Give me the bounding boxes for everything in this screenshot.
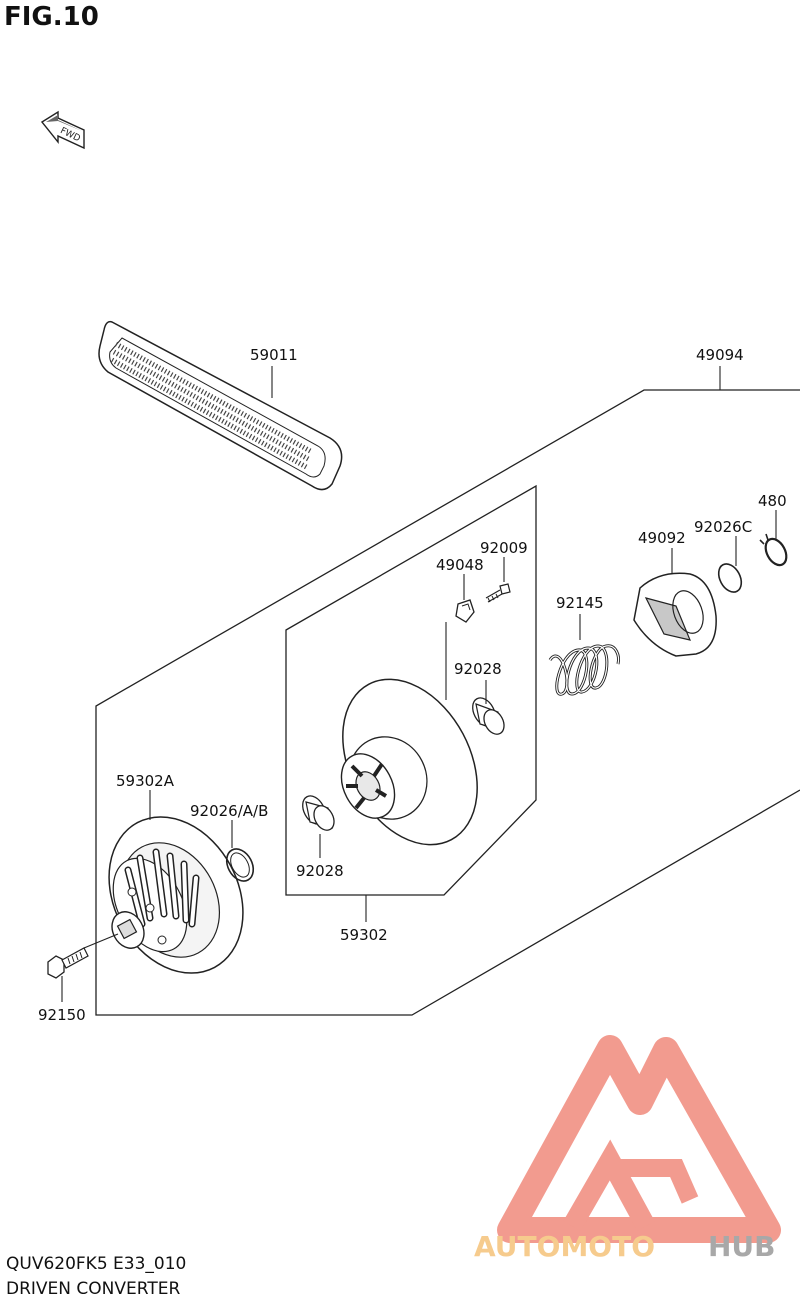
assembly-outline-59302 <box>285 484 537 896</box>
part-label-92026-a-b: 92026/A/B <box>190 802 268 820</box>
part-label-92028-lower: 92028 <box>296 862 344 880</box>
part-label-49094: 49094 <box>696 346 744 364</box>
screw-92009 <box>485 583 511 603</box>
drive-belt-59011 <box>98 320 343 491</box>
collar-92028-upper <box>472 697 505 735</box>
fixed-sheave-59302A <box>108 816 244 974</box>
figure-title: FIG.10 <box>4 2 99 32</box>
o-ring-92026C <box>717 563 743 593</box>
watermark-brand-part2: HUB <box>708 1230 776 1263</box>
automotohub-logo: AUTOMOTO HUB <box>474 1035 781 1263</box>
collar-92028-lower <box>302 795 335 831</box>
watermark-brand-part1: AUTOMOTO <box>474 1230 655 1263</box>
model-code: QUV620FK5 E33_010 <box>6 1254 187 1274</box>
part-label-49048: 49048 <box>436 556 484 574</box>
movable-sheave-59302 <box>340 678 478 846</box>
circlip-480 <box>759 533 788 567</box>
fwd-arrow-icon: FWD <box>40 110 85 150</box>
part-label-480: 480 <box>758 492 787 510</box>
part-label-92028-upper: 92028 <box>454 660 502 678</box>
part-label-59302: 59302 <box>340 926 388 944</box>
section-name: DRIVEN CONVERTER <box>6 1279 181 1299</box>
spring-92145 <box>548 644 620 696</box>
part-label-59302a: 59302A <box>116 772 175 790</box>
guide-49048 <box>455 599 475 623</box>
part-label-92150: 92150 <box>38 1006 86 1024</box>
bolt-92150 <box>47 947 89 979</box>
leader-lines <box>61 366 777 1002</box>
part-label-49092: 49092 <box>638 529 686 547</box>
assembly-outline-49094 <box>95 389 800 1016</box>
part-label-59011: 59011 <box>250 346 298 364</box>
part-label-92145: 92145 <box>556 594 604 612</box>
cam-49092 <box>633 572 717 657</box>
part-label-92026c: 92026C <box>694 518 752 536</box>
o-ring-92026 <box>225 848 255 882</box>
part-label-92009: 92009 <box>480 539 528 557</box>
